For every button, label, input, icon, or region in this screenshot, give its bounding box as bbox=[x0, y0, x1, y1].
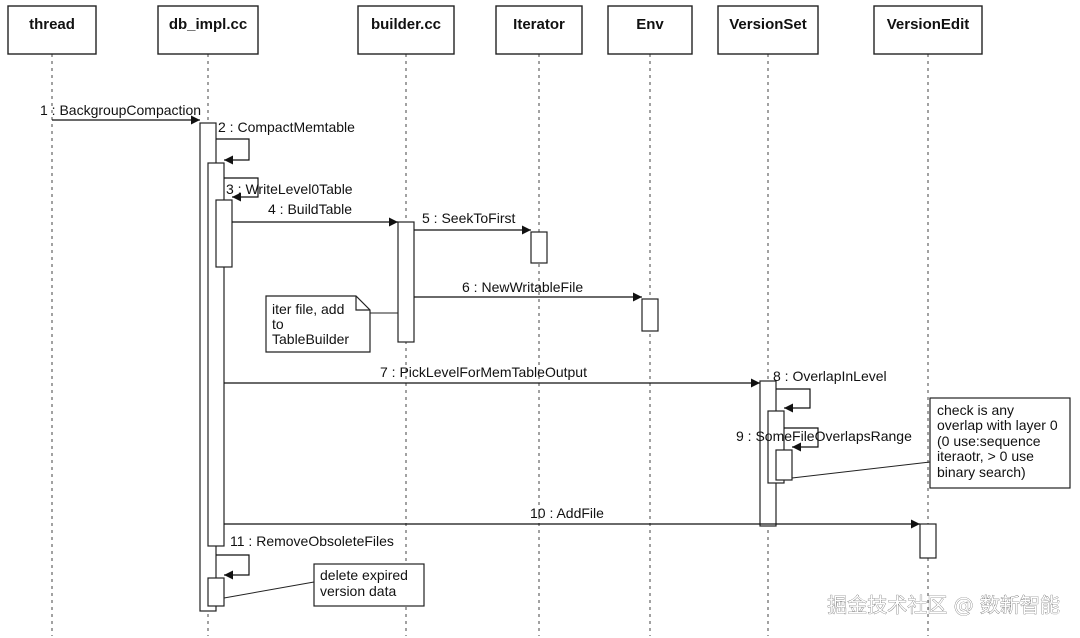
participant-versionset: VersionSet bbox=[717, 5, 819, 55]
note-delete-connector bbox=[223, 581, 315, 599]
message-2-arrow bbox=[216, 138, 250, 165]
message-5-label: 5 : SeekToFirst bbox=[422, 210, 515, 226]
note-overlap-line-2: overlap with layer 0 bbox=[937, 417, 1058, 433]
activation-db-impl-remove bbox=[207, 577, 225, 607]
participant-builder-label: builder.cc bbox=[371, 16, 441, 33]
message-8-arrow bbox=[776, 388, 811, 413]
participant-versionset-label: VersionSet bbox=[729, 16, 807, 33]
participant-builder: builder.cc bbox=[357, 5, 455, 55]
message-9-arrow bbox=[784, 427, 819, 452]
participant-db-impl: db_impl.cc bbox=[157, 5, 259, 55]
note-delete-line-2: version data bbox=[320, 583, 396, 599]
participant-iterator-label: Iterator bbox=[513, 16, 565, 33]
activation-db-impl-write bbox=[215, 199, 233, 268]
note-overlap-line-4: iteraotr, > 0 use bbox=[937, 448, 1034, 464]
message-9-label: 9 : SomeFileOverlapsRange bbox=[736, 428, 912, 444]
participant-versionedit-label: VersionEdit bbox=[887, 16, 970, 33]
note-overlap-connector bbox=[791, 461, 931, 479]
message-3-arrow bbox=[224, 177, 259, 202]
activation-env bbox=[641, 298, 659, 332]
message-3-label: 3 : WriteLevel0Table bbox=[226, 181, 353, 197]
watermark-text: 掘金技术社区 @ 数新智能 bbox=[827, 593, 1060, 617]
message-11-label: 11 : RemoveObsoleteFiles bbox=[230, 533, 394, 549]
activation-iterator bbox=[530, 231, 548, 264]
note-iter-file: iter file, add to TableBuilder bbox=[265, 295, 398, 353]
message-10-label: 10 : AddFile bbox=[530, 505, 604, 521]
activation-builder bbox=[397, 221, 415, 343]
message-11-arrow bbox=[216, 554, 250, 580]
note-overlap-line-1: check is any bbox=[937, 402, 1014, 418]
participant-thread-label: thread bbox=[29, 16, 75, 33]
message-1-label: 1 : BackgroupCompaction bbox=[40, 102, 201, 118]
note-overlap-check: check is any overlap with layer 0 (0 use… bbox=[791, 397, 1071, 489]
participant-db-impl-label: db_impl.cc bbox=[169, 16, 247, 33]
message-2-label: 2 : CompactMemtable bbox=[218, 119, 355, 135]
participant-env: Env bbox=[607, 5, 693, 55]
note-iter-line-2: to bbox=[272, 316, 284, 332]
participant-versionedit: VersionEdit bbox=[873, 5, 983, 55]
note-delete-expired: delete expired version data bbox=[223, 563, 425, 607]
message-7-label: 7 : PickLevelForMemTableOutput bbox=[380, 364, 587, 380]
message-4-label: 4 : BuildTable bbox=[268, 201, 352, 217]
note-iter-line-1: iter file, add bbox=[272, 301, 344, 317]
activation-versionset-some bbox=[775, 449, 793, 481]
activation-versionedit bbox=[919, 523, 937, 559]
participant-iterator: Iterator bbox=[495, 5, 583, 55]
participant-thread: thread bbox=[7, 5, 97, 55]
participant-env-label: Env bbox=[636, 16, 664, 33]
message-8-label: 8 : OverlapInLevel bbox=[773, 368, 887, 384]
message-6-label: 6 : NewWritableFile bbox=[462, 279, 583, 295]
note-overlap-line-5: binary search) bbox=[937, 464, 1026, 480]
note-overlap-line-3: (0 use:sequence bbox=[937, 433, 1041, 449]
note-delete-line-1: delete expired bbox=[320, 567, 408, 583]
note-iter-line-3: TableBuilder bbox=[272, 331, 349, 347]
